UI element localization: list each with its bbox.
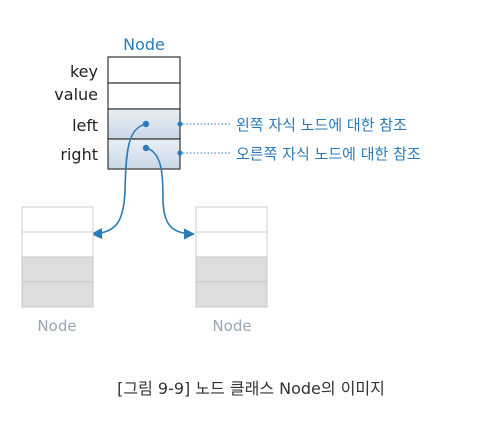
right-child-node-title: Node <box>212 317 251 335</box>
right-child-node-box <box>195 206 268 308</box>
right-pointer-cell <box>107 138 181 170</box>
left-child-node-box <box>21 206 94 308</box>
main-node-title: Node <box>123 35 165 54</box>
value-cell <box>107 82 181 110</box>
field-label-value: value <box>54 85 98 104</box>
main-node-box <box>107 56 181 170</box>
field-label-left: left <box>72 116 98 135</box>
left-annotation-dot <box>177 121 183 127</box>
figure-caption: [그림 9-9] 노드 클래스 Node의 이미지 <box>117 379 385 398</box>
left-child-node-title: Node <box>37 317 76 335</box>
field-label-right: right <box>60 145 98 164</box>
right-child-arrow <box>145 147 196 240</box>
key-cell <box>107 56 181 84</box>
right-reference-annotation: 오른쪽 자식 노드에 대한 참조 <box>236 145 421 163</box>
left-child-arrow <box>90 123 147 240</box>
right-annotation-dot <box>177 150 183 156</box>
field-label-key: key <box>70 62 98 81</box>
left-reference-annotation: 왼쪽 자식 노드에 대한 참조 <box>236 116 407 134</box>
